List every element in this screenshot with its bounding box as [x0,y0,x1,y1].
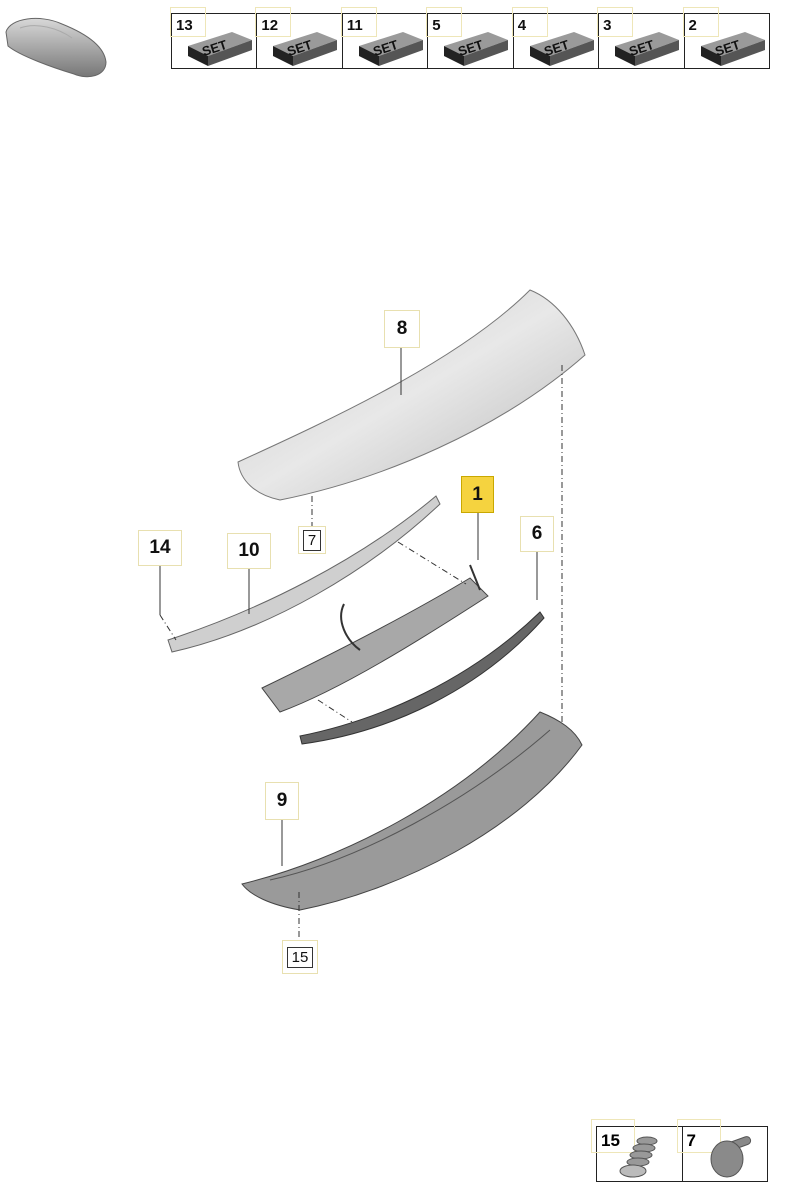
svg-text:SET: SET [456,37,485,59]
set-box-icon: SET [273,32,338,66]
part-9-panel[interactable] [241,711,583,911]
set-number: 12 [261,17,279,34]
set-box-icon: SET [700,32,765,66]
svg-text:SET: SET [542,37,571,59]
set-number: 11 [346,17,363,34]
fastener-item-15[interactable]: 15 [591,1119,683,1181]
svg-text:SET: SET [371,37,400,59]
set-box-icon: SET [444,32,509,66]
callout-7[interactable]: 7 [298,526,326,554]
svg-text:SET: SET [286,37,315,59]
svg-text:SET: SET [627,37,656,59]
set-number: 2 [688,17,697,34]
part-8-spoiler[interactable] [237,289,586,501]
set-number: 3 [603,17,612,34]
part-10-strip[interactable] [167,495,441,653]
part-1-actuator[interactable] [261,577,489,713]
callout-8[interactable]: 8 [384,310,420,348]
part-6-seal[interactable] [299,611,545,745]
set-number: 13 [176,17,193,34]
callout-7-label: 7 [302,529,322,551]
callout-15[interactable]: 15 [282,940,318,974]
callout-14[interactable]: 14 [138,530,182,566]
fastener-item-7[interactable]: 7 [676,1119,768,1181]
callout-9[interactable]: 9 [265,782,299,820]
screw-icon [619,1136,658,1178]
callout-15-label: 15 [286,946,314,968]
car-thumbnail-icon[interactable] [0,10,112,85]
fastener-bar: 15 7 [591,1119,768,1182]
set-number: 5 [432,17,441,34]
set-box-icon: SET [358,32,423,66]
fastener-number: 7 [686,1131,696,1150]
svg-text:SET: SET [200,37,229,59]
set-box-icon: SET [529,32,594,66]
callout-6[interactable]: 6 [520,516,554,552]
fastener-number: 15 [601,1131,620,1150]
callout-10[interactable]: 10 [227,533,271,569]
svg-text:SET: SET [713,37,742,59]
set-box-icon: SET [188,32,252,66]
callout-1-selected[interactable]: 1 [461,476,494,513]
clip-icon [710,1136,751,1178]
set-number: 4 [517,17,527,34]
set-box-icon: SET [615,32,680,66]
